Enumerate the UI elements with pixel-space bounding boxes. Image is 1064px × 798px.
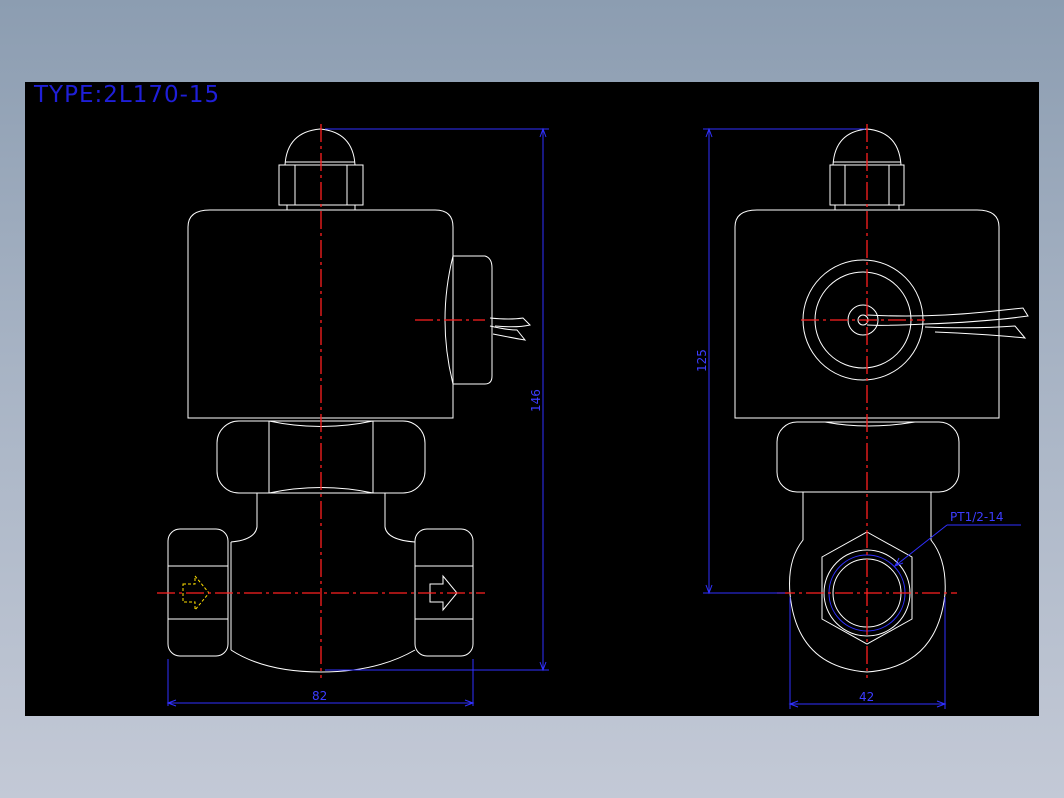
front-flow-arrow-in [182,574,210,612]
front-width-dimension: 82 [312,689,327,703]
thread-callout: PT1/2-14 [950,510,1003,524]
front-height-dimension: 146 [529,389,543,412]
side-height-dimension: 125 [695,349,709,372]
front-valve-body [230,649,416,673]
side-lead-wire [866,307,1029,326]
front-right-port [414,528,474,657]
side-view: 125 42 PT1/2-14 [695,124,1029,709]
side-width-dimension: 42 [859,690,874,704]
side-coil-body [734,209,1000,419]
side-valve-body [789,492,946,673]
valve-drawing: 146 82 [157,124,1029,709]
front-flow-arrow-out [429,574,458,612]
side-port-hexagon [821,531,913,645]
front-valve-neck [230,493,258,543]
front-lead-wire [489,317,531,328]
side-hex-nut [776,421,960,493]
front-cap-dome [284,128,356,166]
cad-viewport[interactable]: TYPE:2L170-15 [25,82,1039,716]
front-coil-body [187,209,454,419]
type-title: TYPE:2L170-15 [34,82,221,108]
front-view: 146 82 [157,124,549,707]
thread-leader [894,524,948,567]
front-connector [453,255,493,385]
